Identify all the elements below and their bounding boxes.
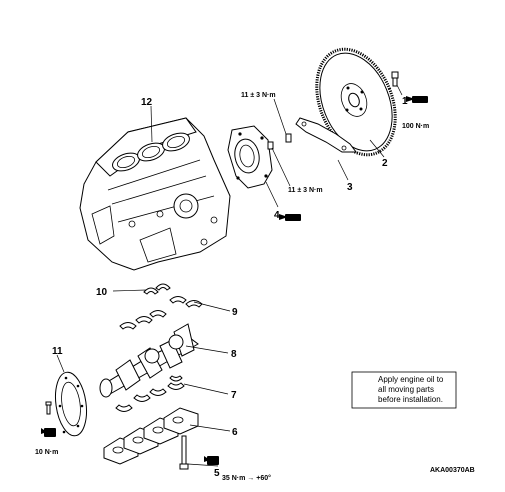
torque-label-flywheel: 100 N·m: [402, 123, 429, 130]
plate-bolt: [267, 133, 292, 150]
flywheel-bolt: [391, 71, 399, 87]
bearing-cap-bolt: [179, 435, 189, 470]
upper-main-bearings: [119, 296, 203, 330]
callout-9: 9: [232, 307, 238, 318]
thrust-bearing: [143, 283, 171, 295]
callout-4: 4: [274, 210, 280, 221]
oil-can-icon: [41, 428, 56, 437]
legend-box: Apply engine oil to all moving parts bef…: [351, 371, 457, 409]
oil-seal-case: [227, 125, 273, 189]
legend-line-2: all moving parts: [378, 385, 434, 394]
crankshaft: [99, 323, 199, 398]
bearing-caps: [103, 407, 199, 465]
oil-can-icon: [406, 96, 428, 103]
rear-plate: [54, 371, 88, 437]
callout-8: 8: [231, 349, 237, 360]
callout-1: 1: [402, 96, 408, 107]
torque-label-rear-plate: 10 N·m: [35, 449, 58, 456]
callout-7: 7: [231, 390, 237, 401]
adapter-plate: [295, 117, 357, 153]
legend-line-3: before installation.: [378, 395, 443, 404]
callout-3: 3: [347, 182, 353, 193]
oil-can-icon: [279, 214, 301, 221]
torque-label-cap-bolt: 35 N·m → +60°: [222, 474, 271, 482]
cylinder-block: [79, 117, 231, 271]
callout-11: 11: [52, 346, 63, 357]
callout-5: 5: [214, 468, 220, 479]
callout-6: 6: [232, 427, 238, 438]
torque-label-plate-upper: 11 ± 3 N·m: [241, 92, 276, 99]
callout-2: 2: [382, 158, 388, 169]
callout-12: 12: [141, 97, 153, 108]
legend-line-1: Apply engine oil to: [378, 375, 444, 384]
oil-can-icon: [204, 456, 219, 465]
torque-label-plate-lower: 11 ± 3 N·m: [288, 187, 323, 194]
callout-10: 10: [96, 287, 108, 298]
flywheel: [315, 47, 397, 157]
lower-main-bearings: [115, 375, 185, 412]
diagram-code: AKA00370AB: [430, 467, 475, 474]
rear-plate-bolt: [45, 401, 52, 415]
